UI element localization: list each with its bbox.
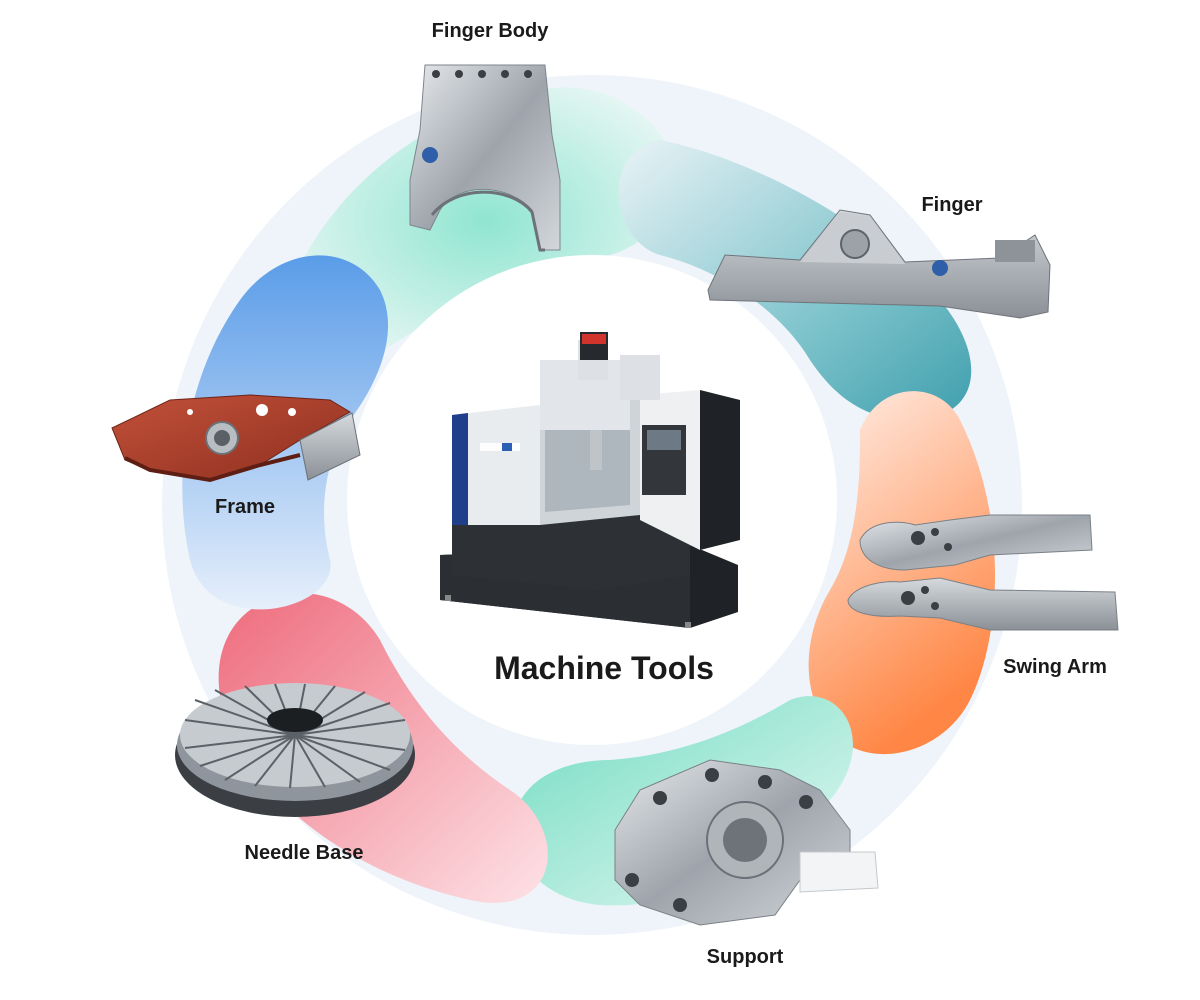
center-title: Machine Tools bbox=[494, 650, 714, 686]
needle-base-image bbox=[175, 683, 415, 817]
label-finger-body: Finger Body bbox=[431, 20, 549, 42]
label-finger: Finger bbox=[921, 194, 983, 216]
ring-segment-swing-arm bbox=[808, 391, 995, 755]
finger-image bbox=[707, 209, 1051, 319]
label-frame: Frame bbox=[214, 496, 276, 518]
swing-arm-image bbox=[847, 514, 1119, 631]
support-image bbox=[614, 759, 879, 926]
ring-segment-finger-body bbox=[296, 87, 677, 355]
label-support: Support bbox=[706, 946, 784, 968]
cnc-machine-image bbox=[440, 332, 740, 628]
frame-image bbox=[111, 394, 361, 483]
label-needle-base: Needle Base bbox=[244, 842, 364, 864]
finger-body-image bbox=[409, 64, 561, 252]
label-swing-arm: Swing Arm bbox=[1003, 656, 1107, 678]
